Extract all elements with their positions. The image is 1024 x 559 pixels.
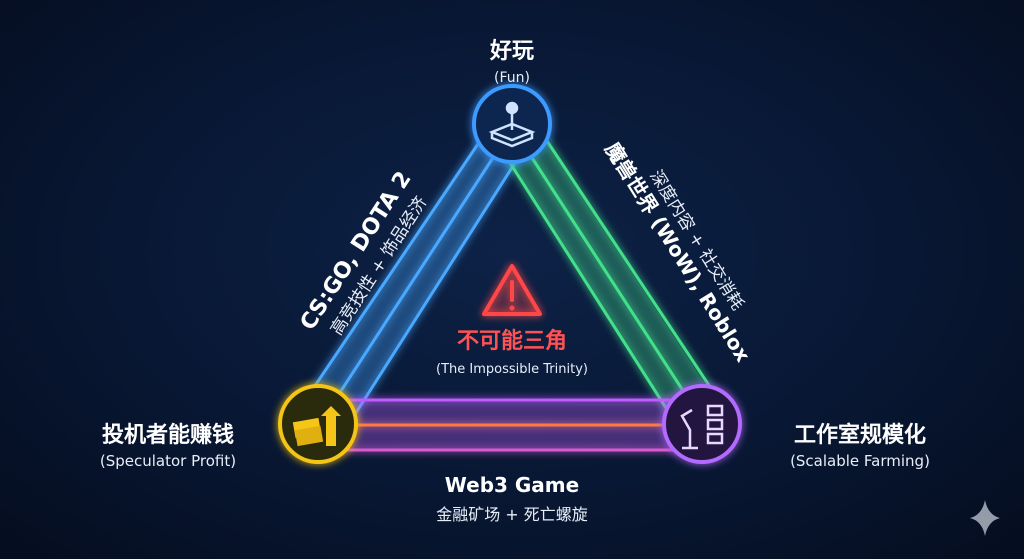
vertex-right-zh: 工作室规模化 — [794, 422, 926, 448]
center-title-zh: 不可能三角 — [457, 328, 567, 354]
robot-arm-servers-icon — [680, 404, 724, 450]
vertex-top-en: (Fun) — [494, 70, 530, 86]
vertex-top — [472, 84, 552, 164]
center-title-en: (The Impossible Trinity) — [436, 362, 588, 377]
vertex-right-en: (Scalable Farming) — [790, 452, 930, 470]
vertex-left — [278, 384, 358, 464]
vertex-right — [662, 384, 742, 464]
sparkle-icon — [970, 500, 1000, 536]
joystick-icon — [488, 101, 536, 148]
warning-icon — [482, 264, 542, 316]
vertex-left-en: (Speculator Profit) — [100, 452, 236, 470]
edge-bottom-band — [330, 398, 695, 452]
vertex-left-zh: 投机者能赚钱 — [102, 422, 234, 448]
edge-bottom-title: Web3 Game — [445, 473, 579, 497]
edge-right-band — [503, 137, 726, 431]
vertex-top-zh: 好玩 — [489, 38, 534, 64]
edge-left-band — [298, 137, 522, 431]
edge-bottom-subtitle: 金融矿场 + 死亡螺旋 — [436, 505, 588, 524]
money-growth-icon — [292, 406, 341, 447]
